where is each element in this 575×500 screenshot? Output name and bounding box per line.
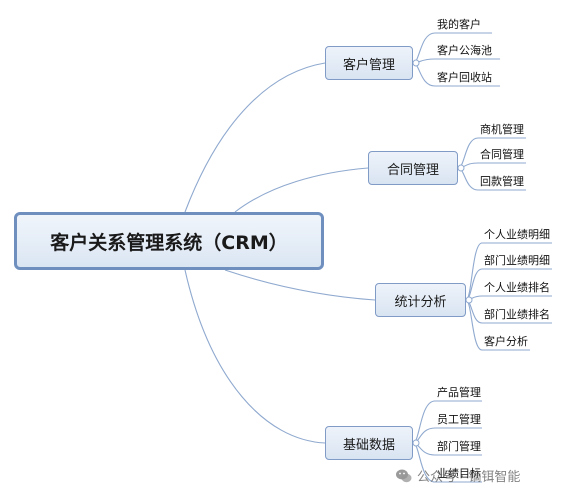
branch-label: 客户管理: [342, 57, 395, 73]
connector-root-branch-1: [184, 62, 326, 213]
root-node: 客户关系管理系统（CRM）: [14, 212, 324, 270]
root-node-label: 客户关系管理系统（CRM）: [50, 231, 288, 254]
leaf-node: 客户分析: [484, 335, 528, 348]
junction-b2: [457, 164, 465, 172]
connector-b2-leaf-2: [457, 162, 526, 169]
leaf-node: 回款管理: [480, 175, 524, 188]
connector-root-branch-3: [224, 269, 376, 301]
leaf-node: 部门业绩明细: [484, 254, 550, 267]
connector-b3-leaf-3: [465, 295, 552, 301]
leaf-node: 客户回收站: [437, 71, 492, 84]
connector-root-branch-2: [234, 167, 369, 213]
leaf-node: 业绩目标: [437, 467, 481, 480]
branch-node-basic-data: 基础数据: [325, 426, 413, 460]
branch-label: 合同管理: [386, 162, 439, 178]
leaf-node: 部门管理: [437, 440, 481, 453]
branch-label: 统计分析: [394, 294, 447, 310]
leaf-node: 客户公海池: [437, 44, 492, 57]
leaf-node: 我的客户: [437, 18, 481, 31]
junction-b3: [465, 296, 473, 304]
branch-label: 基础数据: [342, 437, 395, 453]
leaf-node: 个人业绩明细: [484, 228, 550, 241]
branch-node-statistics: 统计分析: [375, 283, 466, 317]
branch-node-customer-management: 客户管理: [325, 46, 413, 80]
leaf-node: 员工管理: [437, 413, 481, 426]
leaf-node: 产品管理: [437, 386, 481, 399]
watermark-text: 公众号 · 镝铒智能: [417, 470, 521, 485]
junction-b1: [412, 59, 420, 67]
leaf-node: 商机管理: [480, 123, 524, 136]
wechat-icon: [396, 469, 412, 482]
connector-root-branch-4: [184, 269, 326, 444]
leaf-node: 部门业绩排名: [484, 308, 550, 321]
branch-node-contract-management: 合同管理: [368, 151, 458, 185]
watermark: 公众号 · 镝铒智能: [395, 466, 520, 485]
junction-b4: [412, 439, 420, 447]
leaf-node: 合同管理: [480, 148, 524, 161]
leaf-node: 个人业绩排名: [484, 281, 550, 294]
connector-b1-leaf-2: [412, 58, 500, 64]
